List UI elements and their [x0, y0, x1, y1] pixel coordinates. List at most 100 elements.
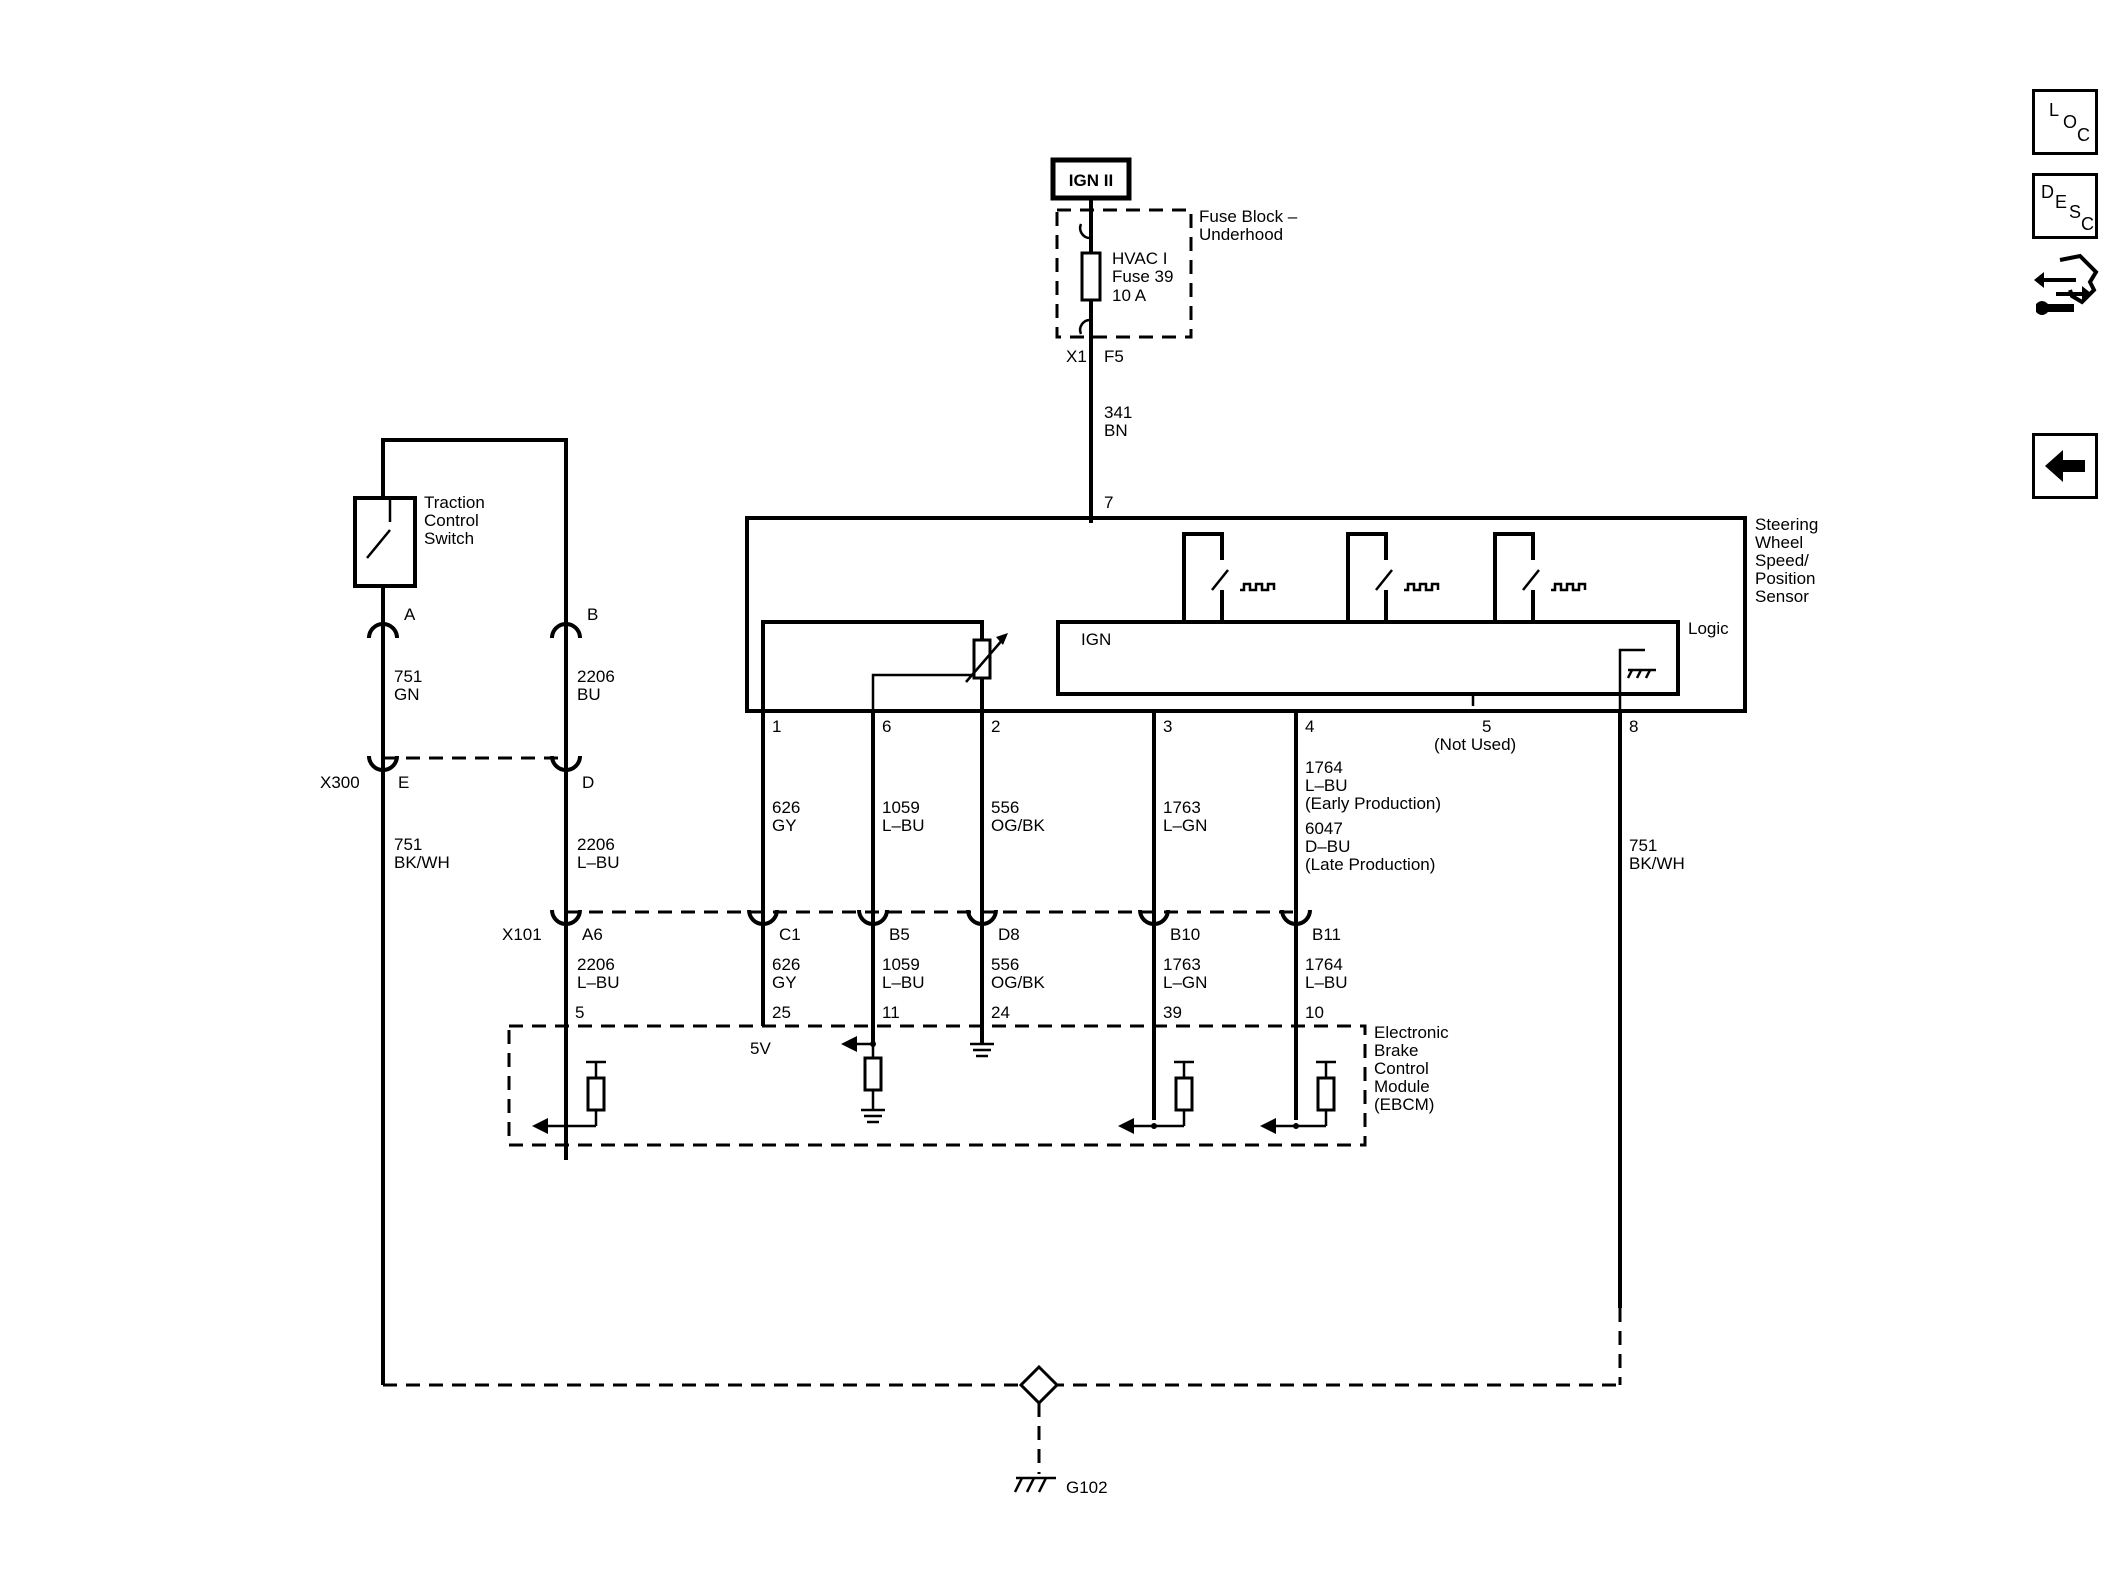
- wire-1764-circuit: 1764: [1305, 758, 1343, 777]
- switch-label-1: Traction: [424, 493, 485, 512]
- loc-letter-o: O: [2063, 112, 2078, 132]
- sensor-pin-7: 7: [1104, 493, 1113, 512]
- connector-x1-label: X1: [1066, 347, 1087, 366]
- x101-pin-c1: C1: [779, 925, 801, 944]
- wire-2206-low-circuit: 2206: [577, 955, 615, 974]
- wire-341-circuit: 341: [1104, 403, 1132, 422]
- fuse-block-underhood: Fuse Block – Underhood HVAC I Fuse 39 10…: [1055, 198, 1298, 523]
- wire-2206-bu-circuit: 2206: [577, 667, 615, 686]
- x300-label: X300: [320, 773, 360, 792]
- ebcm-input-pull-up-10: [1260, 1060, 1336, 1134]
- traction-control-switch: Traction Control Switch A B: [353, 438, 598, 639]
- connector-tool-icon[interactable]: [2032, 250, 2102, 330]
- ground-g102-label: G102: [1066, 1478, 1108, 1497]
- ground-g102: G102: [381, 1308, 1620, 1497]
- sensor-label-5: Sensor: [1755, 587, 1809, 606]
- wire-2206-lbu-color: L–BU: [577, 853, 620, 872]
- wire-6047-circuit: 6047: [1305, 819, 1343, 838]
- wire-1059-low-color: L–BU: [882, 973, 925, 992]
- sensor-switch-3: [1493, 532, 1587, 622]
- ground-splice: [1018, 1364, 1060, 1406]
- wire-1059-circuit: 1059: [882, 798, 920, 817]
- x300-pin-d: D: [582, 773, 594, 792]
- location-button[interactable]: L O C: [2032, 89, 2098, 155]
- wire-751-bkwh-circuit: 751: [394, 835, 422, 854]
- sensor-pin-2: 2: [991, 717, 1000, 736]
- ebcm-5v-label: 5V: [750, 1039, 771, 1058]
- steering-wheel-sensor: IGN Logic 7 Steering Wheel Speed/ Positi…: [745, 493, 1818, 713]
- loc-letter-c: C: [2077, 125, 2090, 145]
- ebcm-pin-11: 11: [882, 1003, 900, 1022]
- wire-6047-color: D–BU: [1305, 837, 1350, 856]
- wire-1059-low-circuit: 1059: [882, 955, 920, 974]
- ign-ii-label: IGN II: [1069, 171, 1113, 190]
- wire-1764-note: (Early Production): [1305, 794, 1441, 813]
- ebcm-input-pull-up-1: [532, 1060, 606, 1134]
- wire-556-color: OG/BK: [991, 816, 1046, 835]
- wire-1764-color: L–BU: [1305, 776, 1348, 795]
- ebcm-pin-24: 24: [991, 1003, 1010, 1022]
- switch-pin-a-terminal: [367, 622, 399, 639]
- wire-626-low-circuit: 626: [772, 955, 800, 974]
- sensor-label-3: Speed/: [1755, 551, 1809, 570]
- wire-1763-low-circuit: 1763: [1163, 955, 1201, 974]
- fuse-block-title-1: Fuse Block –: [1199, 207, 1298, 226]
- ebcm-input-pull-up-39: [1118, 1060, 1194, 1134]
- wire-751-gn-circuit: 751: [394, 667, 422, 686]
- ebcm-pin-5: 5: [575, 1003, 584, 1022]
- desc-letter-e: E: [2055, 192, 2068, 212]
- sensor-label-2: Wheel: [1755, 533, 1803, 552]
- sensor-logic-label: Logic: [1688, 619, 1729, 638]
- wire-556-low-circuit: 556: [991, 955, 1019, 974]
- sensor-pin-5: 5: [1482, 717, 1491, 736]
- ign-ii-power-source: IGN II: [1050, 157, 1132, 201]
- switch-label-3: Switch: [424, 529, 474, 548]
- wire-751-gn-color: GN: [394, 685, 420, 704]
- wire-1764-low-color: L–BU: [1305, 973, 1348, 992]
- sensor-pin-4: 4: [1305, 717, 1314, 736]
- wire-1763-color: L–GN: [1163, 816, 1207, 835]
- wire-2206-bu-color: BU: [577, 685, 601, 704]
- x101-pin-d8: D8: [998, 925, 1020, 944]
- back-button[interactable]: [2032, 433, 2098, 499]
- wire-1763-circuit: 1763: [1163, 798, 1201, 817]
- sensor-switch-1: [1182, 532, 1276, 622]
- fuse-symbol: [1080, 251, 1102, 302]
- wire-1764-low-circuit: 1764: [1305, 955, 1343, 974]
- ebcm-label-1: Electronic: [1374, 1023, 1449, 1042]
- desc-letter-d: D: [2041, 182, 2054, 202]
- ebcm-pin-39: 39: [1163, 1003, 1182, 1022]
- wire-751-right-color: BK/WH: [1629, 854, 1685, 873]
- x101-pin-a6: A6: [582, 925, 603, 944]
- sensor-logic-block: [1056, 620, 1680, 696]
- x101-pin-b11: B11: [1312, 925, 1341, 944]
- wire-626-low-color: GY: [772, 973, 797, 992]
- sensor-label-4: Position: [1755, 569, 1815, 588]
- sensor-ign-label: IGN: [1081, 630, 1111, 649]
- wire-751-bkwh-color: BK/WH: [394, 853, 450, 872]
- fuse-number: Fuse 39: [1112, 267, 1173, 286]
- sensor-pin-3: 3: [1163, 717, 1172, 736]
- switch-label-2: Control: [424, 511, 479, 530]
- switch-pin-b-terminal: [550, 622, 582, 639]
- sensor-label-1: Steering: [1755, 515, 1818, 534]
- x101-pin-b10: B10: [1170, 925, 1200, 944]
- ebcm-pin-25: 25: [772, 1003, 791, 1022]
- wire-626-circuit: 626: [772, 798, 800, 817]
- fuse-block-title-2: Underhood: [1199, 225, 1283, 244]
- fuse-rating: 10 A: [1112, 286, 1147, 305]
- ebcm-module: Electronic Brake Control Module (EBCM) 5…: [507, 1003, 1449, 1147]
- wire-341-color: BN: [1104, 421, 1128, 440]
- x101-pin-b5: B5: [889, 925, 910, 944]
- ebcm-label-3: Control: [1374, 1059, 1429, 1078]
- x300-pin-e: E: [398, 773, 409, 792]
- ebcm-label-5: (EBCM): [1374, 1095, 1434, 1114]
- description-button[interactable]: D E S C: [2032, 173, 2098, 239]
- sensor-potentiometer: [972, 638, 992, 680]
- sensor-pin-1: 1: [772, 717, 781, 736]
- back-arrow-icon: [2045, 450, 2085, 482]
- loc-letter-l: L: [2049, 100, 2060, 120]
- switch-pin-a: A: [404, 605, 416, 624]
- connector-x101: X101 A6 C1 B5 D8 B10 B11: [502, 909, 1341, 944]
